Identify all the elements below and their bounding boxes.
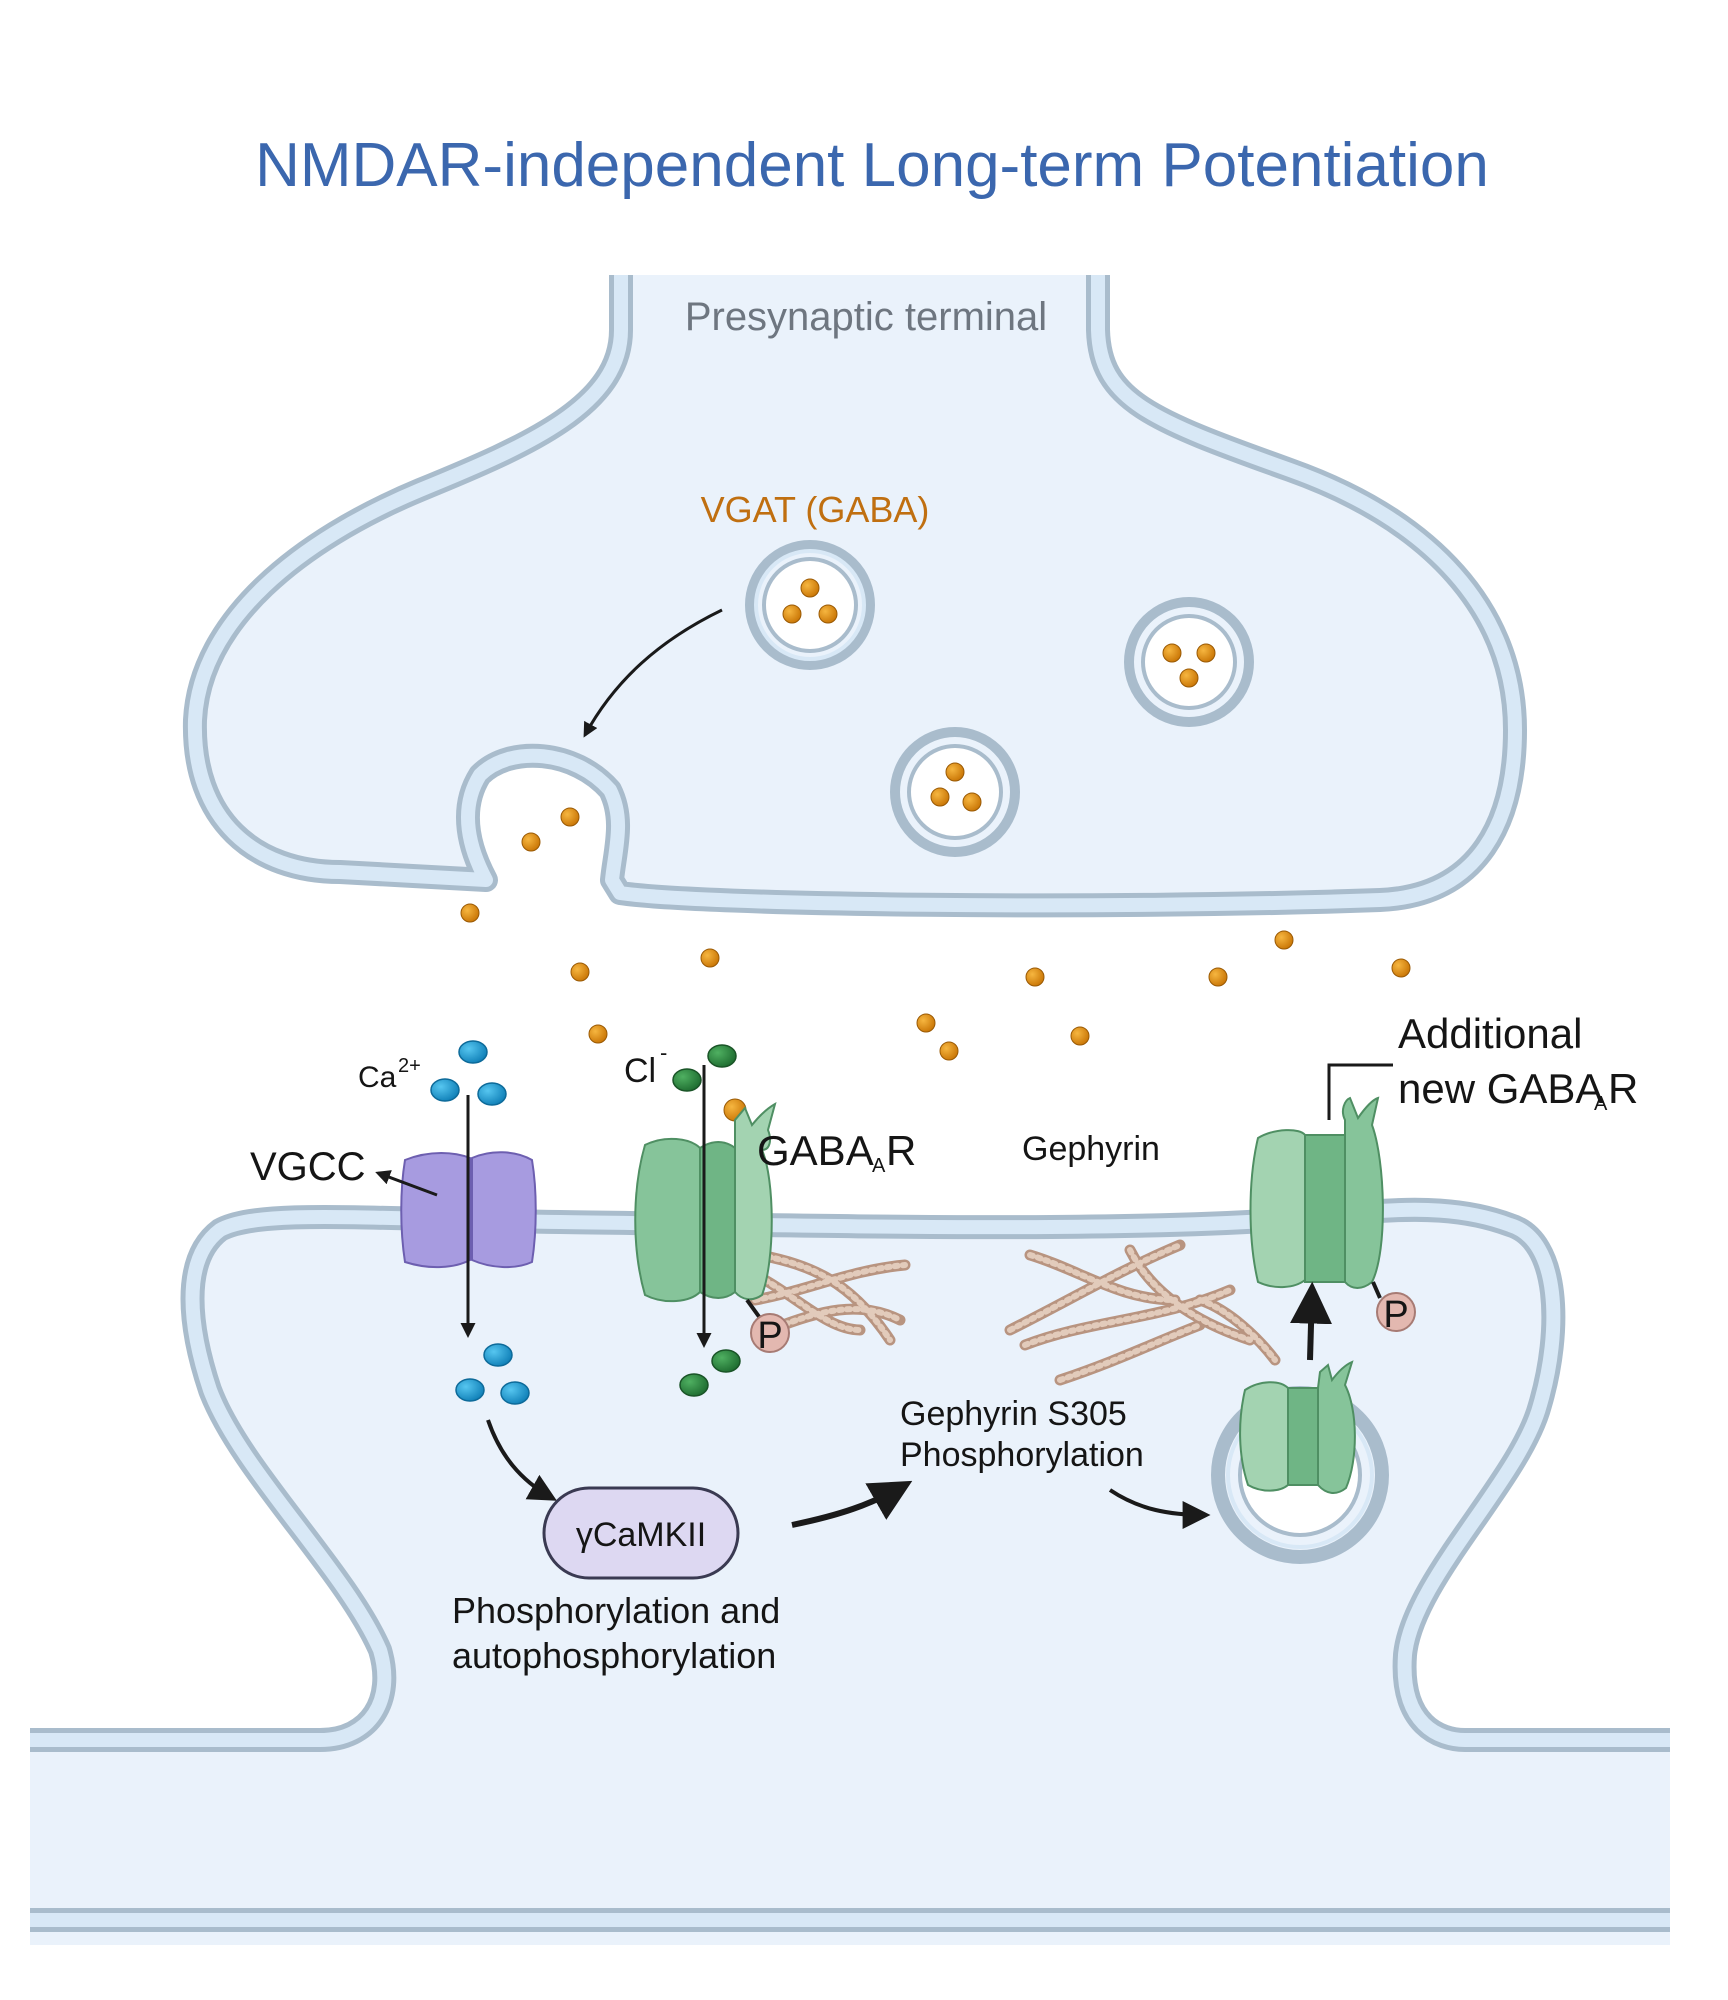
vesicle: [890, 727, 1020, 857]
gephyrin-s305-label-line2: Phosphorylation: [900, 1436, 1144, 1474]
vgcc-pointer-arrow: [375, 1170, 438, 1197]
gephyrin-scaffold: [749, 1239, 1281, 1386]
svg-text:A: A: [872, 1155, 886, 1177]
exocytosis-arrow: [583, 608, 723, 738]
vgat-label: VGAT (GABA): [701, 489, 930, 530]
camkii-node: γCaMKII: [542, 1486, 740, 1580]
svg-text:A: A: [1594, 1093, 1608, 1115]
camkii-caption-line1: Phosphorylation and: [452, 1590, 780, 1631]
label-pointer-line: [1327, 1063, 1393, 1120]
calcium-ions: [430, 1040, 530, 1405]
svg-text:R: R: [886, 1127, 916, 1174]
trafficking-arrow: [1108, 1488, 1211, 1529]
svg-text:2+: 2+: [398, 1055, 421, 1077]
receptor-vesicle: [1211, 1360, 1389, 1564]
phospho-link: [745, 1298, 762, 1320]
phosphate-group: P: [1376, 1292, 1416, 1336]
camkii-activation-arrow: [486, 1419, 557, 1501]
additional-receptor-label-line1: Additional: [1398, 1010, 1582, 1057]
gephyrin-label: Gephyrin: [1022, 1130, 1160, 1168]
postsynaptic-dendrite: [30, 1197, 1670, 1945]
svg-text:-: -: [660, 1040, 667, 1065]
new-gabaa-receptor: [1249, 1096, 1384, 1289]
gaba-molecules: [460, 807, 1411, 1122]
camkii-caption-line2: autophosphorylation: [452, 1635, 776, 1676]
svg-text:Ca: Ca: [358, 1061, 397, 1094]
camkii-label: γCaMKII: [576, 1516, 706, 1554]
phosphate-label: P: [757, 1315, 782, 1357]
svg-text:R: R: [1608, 1065, 1638, 1112]
vgcc-label: VGCC: [250, 1145, 366, 1189]
svg-text:Cl: Cl: [624, 1052, 656, 1090]
chloride-label: Cl -: [624, 1040, 667, 1090]
calcium-label: Ca 2+: [358, 1055, 421, 1094]
vgcc-channel: [400, 1151, 537, 1269]
phosphate-label: P: [1383, 1294, 1408, 1336]
gabaa-receptor: [634, 1101, 777, 1303]
phosphate-group: P: [750, 1313, 790, 1357]
vesicle: [745, 540, 875, 670]
chloride-ions: [672, 1044, 741, 1397]
vesicle: [1124, 597, 1254, 727]
gephyrin-phosphorylation-arrow: [791, 1480, 913, 1528]
insertion-arrow: [1290, 1281, 1333, 1361]
phospho-link: [1371, 1281, 1382, 1299]
svg-text:GABA: GABA: [757, 1127, 874, 1174]
presynaptic-terminal-label: Presynaptic terminal: [685, 295, 1047, 339]
svg-text:new GABA: new GABA: [1398, 1065, 1603, 1112]
figure-title: NMDAR-independent Long-term Potentiation: [255, 131, 1489, 200]
gephyrin-s305-label-line1: Gephyrin S305: [900, 1395, 1127, 1433]
gabaar-label: GABA A R: [757, 1127, 916, 1177]
additional-receptor-label-line2: new GABA A R: [1398, 1065, 1638, 1115]
